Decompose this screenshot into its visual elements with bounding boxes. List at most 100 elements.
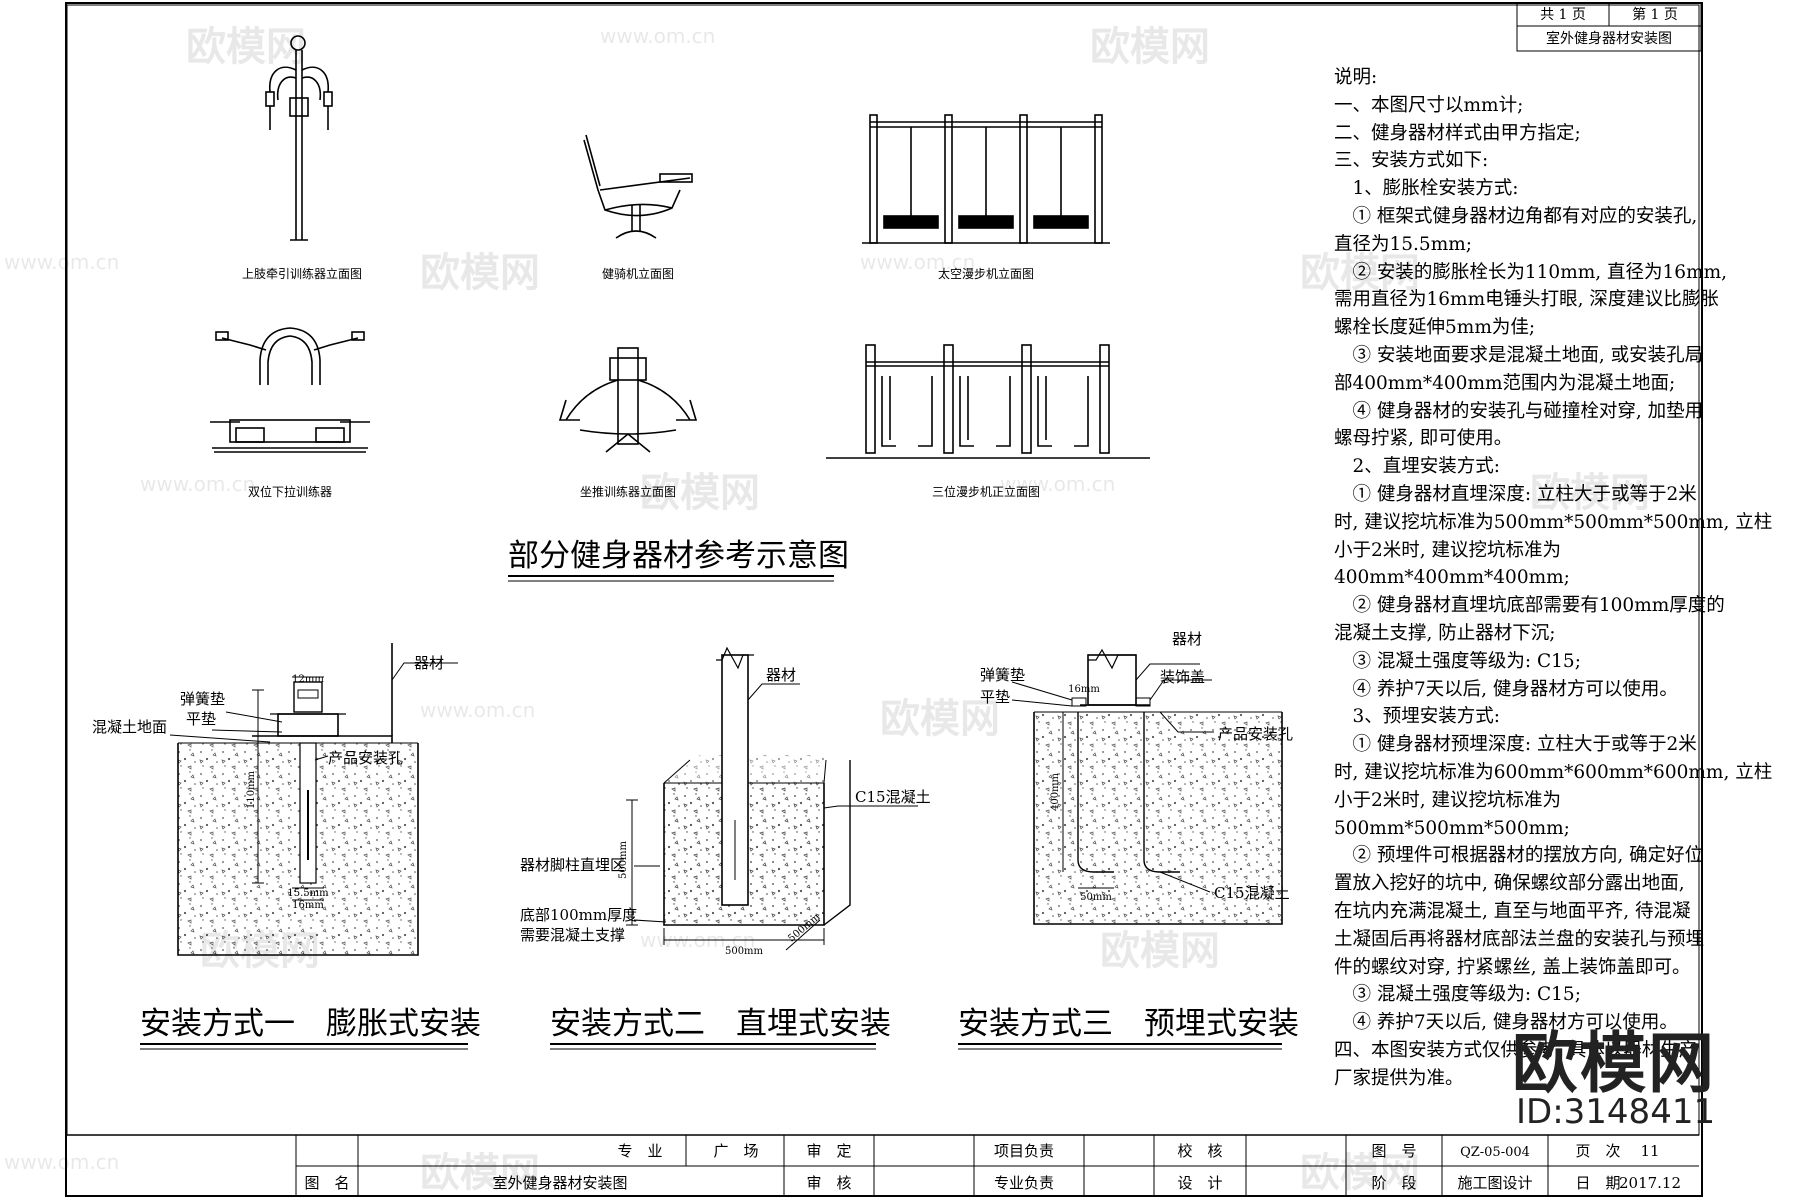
note-line: 土凝固后再将器材底部法兰盘的安装孔与预埋 xyxy=(1334,928,1705,950)
label-equipment-6: 三位漫步机正立面图 xyxy=(932,484,1040,499)
note-line: 时, 建议挖坑标准为600mm*600mm*600mm, 立柱 xyxy=(1334,761,1773,783)
m3-material-label: 器材 xyxy=(1172,630,1202,648)
tb-drawing-no: QZ-05-004 xyxy=(1460,1145,1530,1160)
label-equipment-3: 太空漫步机立面图 xyxy=(938,266,1034,281)
m1-flat-washer-label: 平垫 xyxy=(186,710,216,728)
title-block xyxy=(67,1134,1699,1196)
note-line: 2、直埋安装方式: xyxy=(1334,456,1501,478)
note-line: 1、膨胀栓安装方式: xyxy=(1334,178,1519,200)
method2-drawing xyxy=(626,646,918,951)
sheet-title: 室外健身器材安装图 xyxy=(1546,30,1672,47)
m1-ground-label: 混凝土地面 xyxy=(92,718,167,736)
note-line: 部400mm*400mm范围内为混凝土地面; xyxy=(1334,372,1676,394)
label-equipment-2: 健骑机立面图 xyxy=(602,266,674,281)
note-line: 三、安装方式如下: xyxy=(1334,150,1489,172)
note-line: ③ 混凝土强度等级为: C15; xyxy=(1334,650,1581,672)
brand-watermark: 欧模网 xyxy=(1512,1025,1716,1102)
m1-material-label: 器材 xyxy=(414,654,444,672)
note-line: 混凝土支撑, 防止器材下沉; xyxy=(1334,622,1556,644)
m1-dim-bolt: 16mm xyxy=(292,900,324,911)
tb-major-value: 广 场 xyxy=(713,1142,758,1160)
m3-hole-label: 产品安装孔 xyxy=(1218,725,1293,743)
note-line: 螺栓长度延伸5mm为佳; xyxy=(1334,317,1536,339)
equipment-space-walker xyxy=(862,114,1110,244)
brand-id: ID:3148411 xyxy=(1516,1092,1716,1132)
m3-dim-top: 16mm xyxy=(1068,684,1100,695)
m2-bottom-label-1: 底部100mm厚度 xyxy=(520,906,637,924)
note-line: ③ 混凝土强度等级为: C15; xyxy=(1334,984,1581,1006)
m3-spring-washer-label: 弹簧垫 xyxy=(980,666,1025,684)
equipment-riding-machine xyxy=(583,134,693,239)
section-title: 部分健身器材参考示意图 xyxy=(508,538,849,574)
m1-dim-depth: 110mm xyxy=(246,770,257,809)
method2-title: 安装方式二 直埋式安装 xyxy=(550,1006,891,1042)
tb-project-lead: 项目负责 xyxy=(994,1142,1054,1160)
tb-stage-value: 施工图设计 xyxy=(1457,1174,1532,1192)
note-line: 件的螺纹对穿, 拧紧螺丝, 盖上装饰盖即可。 xyxy=(1334,956,1691,978)
note-line: 在坑内充满混凝土, 直至与地面平齐, 待混凝 xyxy=(1334,900,1691,922)
tb-drawing-no-label: 图 号 xyxy=(1371,1142,1416,1160)
tb-date-value: 2017.12 xyxy=(1619,1174,1681,1192)
note-line: ④ 养护7天以后, 健身器材方可以使用。 xyxy=(1334,1012,1678,1034)
tb-design-label: 设 计 xyxy=(1177,1174,1222,1192)
total-pages: 共 1 页 xyxy=(1540,7,1586,23)
note-line: ① 健身器材直埋深度: 立柱大于或等于2米 xyxy=(1334,483,1697,505)
method1-title: 安装方式一 膨胀式安装 xyxy=(140,1006,481,1042)
note-line: ④ 健身器材的安装孔与碰撞栓对穿, 加垫用 xyxy=(1334,400,1704,422)
note-line: 置放入挖好的坑中, 确保螺纹部分露出地面, xyxy=(1334,873,1685,895)
note-line: 厂家提供为准。 xyxy=(1334,1067,1464,1089)
tb-review-label: 审 定 xyxy=(806,1142,851,1160)
note-line: 需用直径为16mm电锤头打眼, 深度建议比膨胀 xyxy=(1334,289,1719,311)
m2-dim-depth: 500mm xyxy=(618,840,629,879)
tb-page-value: 11 xyxy=(1640,1142,1659,1160)
m1-hole-label: 产品安装孔 xyxy=(328,749,403,767)
note-line: ③ 安装地面要求是混凝土地面, 或安装孔局 xyxy=(1334,344,1704,366)
tb-date-label: 日 期 xyxy=(1575,1174,1620,1192)
tb-pro-lead: 专业负责 xyxy=(994,1174,1054,1192)
label-equipment-1: 上肢牵引训练器立面图 xyxy=(242,266,362,281)
tb-name-value: 室外健身器材安装图 xyxy=(492,1174,627,1192)
equipment-pulldown-trainer xyxy=(210,327,370,453)
m3-cover-label: 装饰盖 xyxy=(1160,668,1205,686)
note-line: 时, 建议挖坑标准为500mm*500mm*500mm, 立柱 xyxy=(1334,511,1773,533)
method3-title: 安装方式三 预埋式安装 xyxy=(958,1006,1299,1042)
m2-material-label: 器材 xyxy=(766,666,796,684)
m2-concrete-label: C15混凝土 xyxy=(855,788,931,806)
note-line: ② 健身器材直埋坑底部需要有100mm厚度的 xyxy=(1334,595,1725,617)
m1-spring-washer-label: 弹簧垫 xyxy=(180,690,225,708)
note-line: 400mm*400mm*400mm; xyxy=(1334,567,1570,589)
note-line: 3、预埋安装方式: xyxy=(1334,706,1501,728)
m2-zone-label: 器材脚柱直埋区 xyxy=(520,856,625,874)
note-line: ① 框架式健身器材边角都有对应的安装孔, xyxy=(1334,205,1698,227)
method3-drawing xyxy=(1011,648,1283,925)
note-line: ④ 养护7天以后, 健身器材方可以使用。 xyxy=(1334,678,1678,700)
tb-page-label: 页 次 xyxy=(1575,1142,1620,1160)
outer-frame xyxy=(65,2,1703,1197)
label-equipment-4: 双位下拉训练器 xyxy=(248,484,332,499)
label-equipment-5: 坐推训练器立面图 xyxy=(580,484,676,499)
method1-drawing xyxy=(169,643,458,956)
m1-dim-dia: 15.5mm xyxy=(287,888,329,899)
note-line: ② 预埋件可根据器材的摆放方向, 确定好位 xyxy=(1334,845,1704,867)
note-line: 小于2米时, 建议挖坑标准为 xyxy=(1334,539,1562,561)
note-line: ① 健身器材预埋深度: 立柱大于或等于2米 xyxy=(1334,734,1697,756)
page-box: 共 1 页 第 1 页 室外健身器材安装图 xyxy=(1516,2,1702,52)
note-line: ② 安装的膨胀栓长为110mm, 直径为16mm, xyxy=(1334,261,1728,283)
m3-dim-depth: 400mm xyxy=(1050,772,1061,811)
equipment-upper-limb-trainer xyxy=(265,35,333,241)
note-line: 一、本图尺寸以mm计; xyxy=(1334,94,1524,116)
m1-dim-top: 12mm xyxy=(292,674,324,685)
equipment-triple-walker xyxy=(826,344,1150,459)
notes: 说明: 一、本图尺寸以mm计; 二、健身器材样式由甲方指定; 三、安装方式如下:… xyxy=(1334,64,1773,1092)
note-line: 二、健身器材样式由甲方指定; xyxy=(1334,122,1581,144)
note-line: 500mm*500mm*500mm; xyxy=(1334,817,1570,839)
tb-check-label: 校 核 xyxy=(1177,1142,1222,1160)
note-line: 四、本图安装方式仅供参考, 具体以器材生产 xyxy=(1334,1039,1698,1061)
note-line: 小于2米时, 建议挖坑标准为 xyxy=(1334,789,1562,811)
tb-stage-label: 阶 段 xyxy=(1371,1174,1416,1192)
note-line: 说明: xyxy=(1334,67,1378,88)
m2-bottom-label-2: 需要混凝土支撑 xyxy=(520,926,625,944)
note-line: 直径为15.5mm; xyxy=(1334,233,1473,255)
equipment-seated-push-trainer xyxy=(558,347,698,453)
